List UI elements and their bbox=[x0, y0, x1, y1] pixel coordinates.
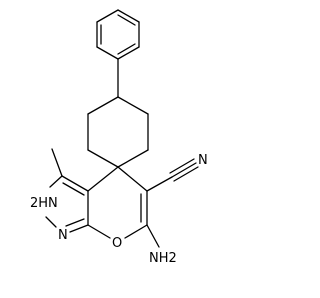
cyclohexane-ring bbox=[87, 96, 149, 168]
pyran-ring bbox=[87, 166, 148, 239]
nh-label: 2HN bbox=[30, 196, 58, 211]
nh2-label: NH2 bbox=[149, 251, 177, 266]
structure-diagram: 2HN N O N NH2 bbox=[30, 9, 208, 266]
molecule-drawing: 2HN N O N NH2 bbox=[30, 9, 208, 266]
pyrazole-ring bbox=[45, 175, 89, 233]
phenyl-ring bbox=[96, 9, 140, 60]
methyl-bond bbox=[51, 148, 63, 177]
nitrile-group bbox=[146, 158, 199, 192]
n-label: N bbox=[58, 228, 68, 243]
o-label: O bbox=[112, 236, 122, 251]
nitrile-n-label: N bbox=[198, 153, 208, 168]
amino-bond bbox=[146, 224, 160, 248]
